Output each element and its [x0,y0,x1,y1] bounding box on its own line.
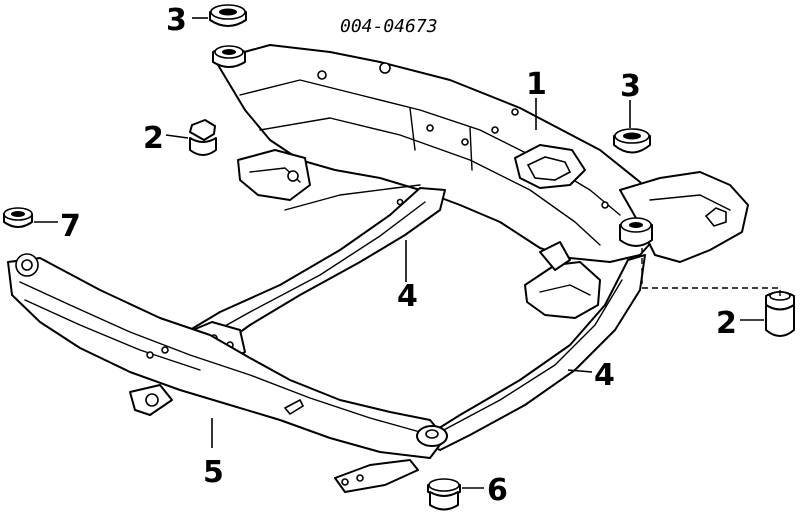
front-crossbeam-part-5 [7,253,448,493]
callout-2-left: 2 [143,121,164,156]
bushing-part-3-right [613,128,651,154]
bushing-part-7 [3,207,33,228]
bushing-part-3-top [209,4,247,27]
callout-5: 5 [203,455,224,490]
callout-3-right: 3 [620,69,641,104]
callout-2-right: 2 [716,306,737,341]
side-rail-part-4-right [419,241,646,451]
bushing-rear-left [212,45,246,68]
bushing-rear-right [619,217,653,247]
callout-6: 6 [487,473,508,508]
callout-4-center: 4 [397,279,418,314]
callout-7: 7 [60,209,81,244]
callout-1: 1 [526,67,547,102]
part-number-code: 004-04673 [340,16,438,37]
callout-4-right: 4 [594,358,615,393]
callout-labels: 3 1 3 2 7 4 4 2 5 6 [60,3,737,508]
crossmember-part-1 [214,44,749,263]
bolt-part-2-left [189,119,217,156]
callout-3-top: 3 [166,3,187,38]
leader-lines [34,17,781,489]
bushing-part-6 [427,478,461,511]
bolt-part-2-right [765,291,795,337]
